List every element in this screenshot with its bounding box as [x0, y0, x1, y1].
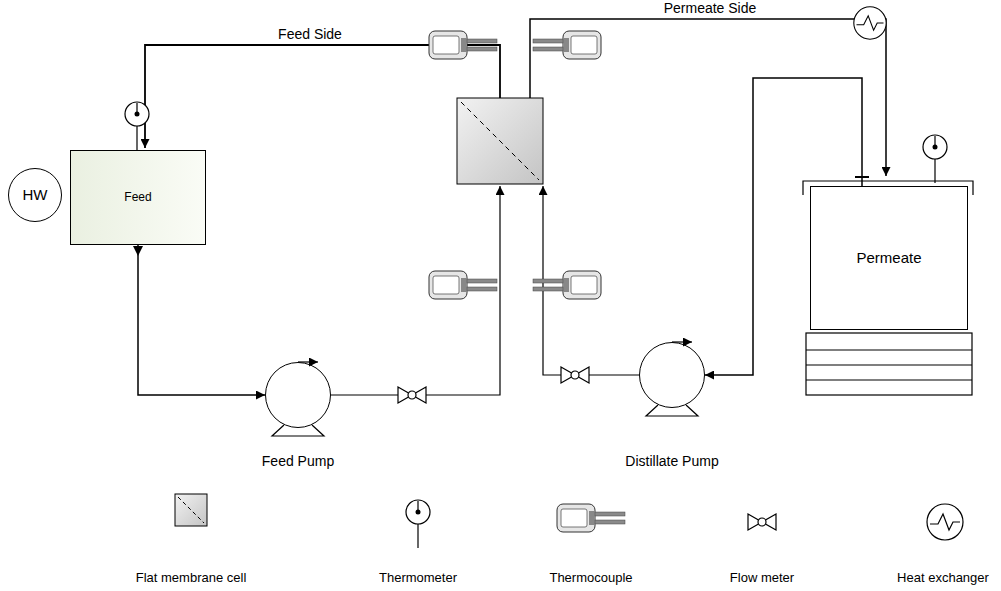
stream-label: Feed Side — [278, 27, 342, 41]
legend-label: Flow meter — [730, 571, 794, 585]
legend-label: Heat exchanger — [897, 571, 989, 585]
feed-pump: Feed Pump — [265, 362, 331, 428]
legend-label: Thermometer — [379, 571, 457, 585]
node-label: Feed — [124, 191, 151, 205]
stream-label: Permeate Side — [664, 1, 757, 15]
permeate-tank: Permeate — [810, 186, 968, 330]
legend-label: Thermocouple — [549, 571, 632, 585]
feed-tank: Feed — [70, 150, 206, 245]
pump-label: Distillate Pump — [625, 453, 718, 469]
node-label: Permeate — [856, 249, 921, 266]
pipe-connector — [138, 245, 265, 395]
heater-circle: HW — [8, 168, 62, 222]
pump-label: Feed Pump — [262, 453, 334, 469]
node-label: HW — [23, 186, 48, 203]
legend-label: Flat membrane cell — [136, 571, 247, 585]
distillate-pump: Distillate Pump — [639, 342, 705, 408]
